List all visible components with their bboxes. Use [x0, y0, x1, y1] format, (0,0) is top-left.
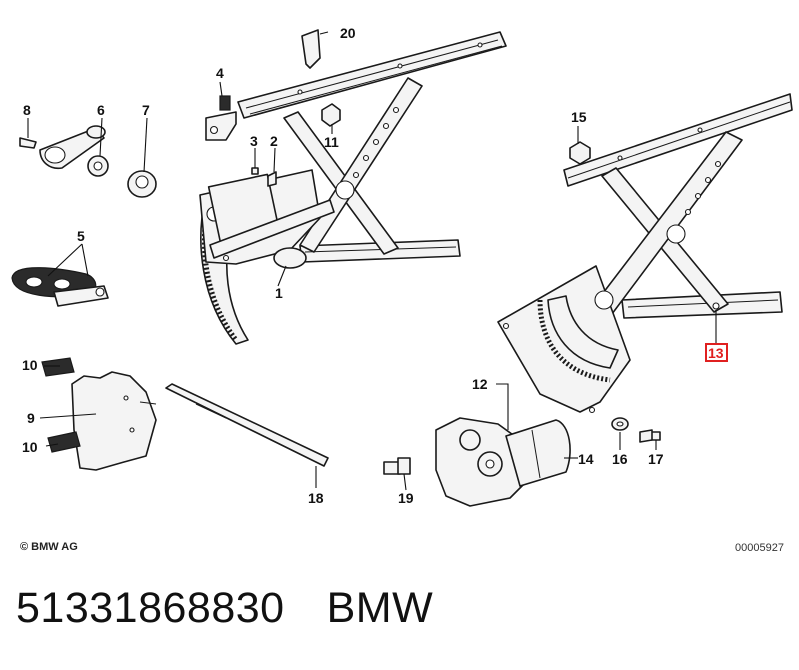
part-number: 51331868830 — [16, 584, 285, 632]
part-20-bracket — [301, 29, 321, 69]
part-5-window-crank — [11, 267, 109, 307]
label-part-2: 2 — [270, 133, 278, 149]
label-part-19: 19 — [398, 490, 414, 506]
part-2-3-screws — [251, 167, 277, 187]
label-part-10-bottom: 10 — [22, 439, 38, 455]
left-upper-rail — [237, 31, 507, 119]
label-part-8: 8 — [23, 102, 31, 118]
copyright-notice: © BMW AG — [20, 541, 78, 553]
part-19-bolt — [383, 457, 411, 475]
parts-diagram: 20 4 8 6 7 3 2 11 5 1 10 9 10 18 19 12 1… — [11, 25, 793, 507]
label-part-10-top: 10 — [22, 357, 38, 373]
label-part-18: 18 — [308, 490, 324, 506]
part-14-motor — [435, 417, 571, 507]
label-part-20: 20 — [340, 25, 356, 41]
part-4-clip — [205, 95, 237, 141]
label-part-3: 3 — [250, 133, 258, 149]
part-16-washer — [611, 417, 629, 431]
left-drive-drum — [273, 247, 307, 269]
label-part-13: 13 — [708, 345, 724, 361]
label-part-1: 1 — [275, 285, 283, 301]
part-8-screw — [19, 137, 37, 149]
part-15-nut — [569, 141, 591, 165]
label-part-16: 16 — [612, 451, 628, 467]
image-code: 00005927 — [735, 542, 784, 554]
right-upper-rail — [563, 93, 793, 187]
label-part-17: 17 — [648, 451, 664, 467]
label-part-5: 5 — [77, 228, 85, 244]
part-11-nut — [321, 103, 341, 127]
part-18-shaft — [165, 383, 329, 467]
part-7-rosette — [127, 170, 157, 198]
part-12-plate-and-gear — [497, 265, 631, 414]
right-scissor-arms — [583, 131, 743, 331]
part-9-bracket — [41, 357, 157, 471]
right-lower-rail — [621, 291, 783, 319]
label-part-14: 14 — [578, 451, 594, 467]
part-caption: 51331868830 BMW — [16, 584, 475, 633]
label-part-12: 12 — [472, 376, 488, 392]
label-part-11: 11 — [324, 134, 339, 150]
label-part-9: 9 — [27, 410, 35, 426]
label-part-15: 15 — [571, 109, 587, 125]
part-17-screw — [639, 429, 661, 443]
label-part-7: 7 — [142, 102, 150, 118]
leader-lines — [27, 31, 717, 491]
left-gear-sector — [199, 169, 335, 345]
label-part-4: 4 — [216, 65, 224, 81]
label-part-6: 6 — [97, 102, 105, 118]
brand-name: BMW — [326, 584, 434, 632]
highlight-box-part-13 — [705, 343, 728, 362]
part-6-crank-handle — [39, 125, 109, 177]
